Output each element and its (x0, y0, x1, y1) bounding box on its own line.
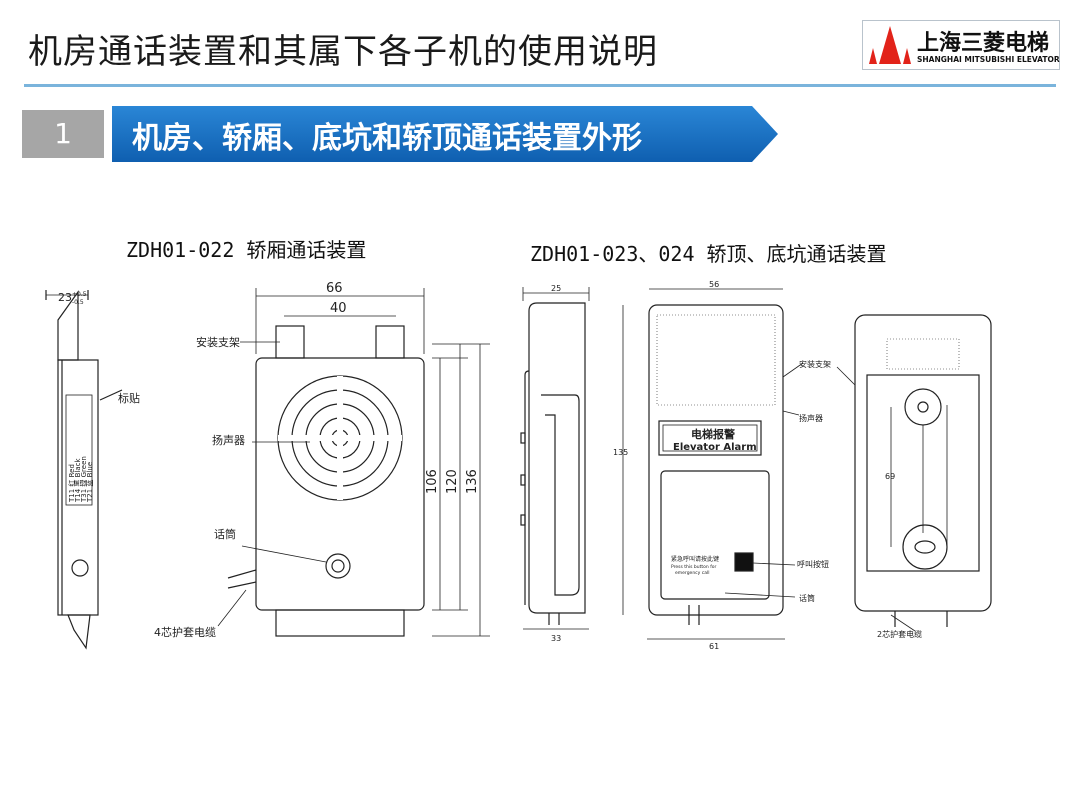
panel-label-en: Elevator Alarm (673, 442, 757, 453)
panel-button-en-2: emergency call (675, 570, 709, 576)
logo-text-cn: 上海三菱电梯 (917, 31, 1050, 56)
right-figure-caption: ZDH01-023、024 轿顶、底坑通话装置 (530, 242, 887, 266)
right-dim-side-bottom: 33 (551, 634, 561, 643)
right-dim-front-top: 56 (709, 280, 719, 289)
right-dim-hole: 69 (885, 472, 895, 481)
right-figure-drawing: 25 33 56 61 135 69 电梯报警 Elevator Alarm 紧… (520, 280, 992, 651)
left-dim-tol-lower: -0.5 (72, 299, 84, 306)
right-label-call-button: 呼叫按钮 (797, 559, 829, 569)
left-label-cable: 4芯护套电缆 (154, 625, 216, 639)
right-dim-front-bottom: 61 (709, 642, 719, 651)
left-label-sticker: 标贴 (118, 391, 140, 405)
right-label-cable: 2芯护套电缆 (877, 629, 922, 639)
panel-button-en-1: Press this button for (671, 564, 717, 570)
left-dim-h1: 106 (425, 469, 440, 494)
panel-label-cn: 电梯报警 (691, 427, 735, 441)
logo-text-en: SHANGHAI MITSUBISHI ELEVATOR (917, 55, 1060, 64)
left-figure-drawing: 23 +0.5 -0.5 66 40 106 120 136 安装支架 标贴 扬… (45, 281, 490, 650)
right-label-mic: 话筒 (799, 593, 815, 603)
right-dim-height: 135 (613, 448, 628, 457)
sticker-col-4: T21 蓝 Blue (85, 462, 94, 503)
sticker-col-3: T31 绿 Green (79, 456, 88, 503)
left-dim-h3: 136 (465, 469, 480, 494)
left-label-mic: 话筒 (214, 527, 236, 541)
left-dim-depth: 23 (58, 291, 72, 304)
left-dim-width: 66 (326, 281, 343, 296)
mitsubishi-logo-icon (869, 26, 911, 64)
left-dim-h2: 120 (445, 469, 460, 494)
section-title: 机房、轿厢、底坑和轿顶通话装置外形 (132, 121, 642, 156)
section-banner (112, 106, 778, 162)
left-dim-tol-upper: +0.5 (72, 291, 87, 298)
title-divider (24, 84, 1056, 87)
right-label-speaker: 扬声器 (799, 413, 823, 423)
section-number: 1 (22, 110, 104, 158)
panel-button-cn: 紧急呼叫请按此键 (671, 555, 719, 563)
left-label-bracket: 安装支架 (196, 335, 240, 349)
company-logo: 上海三菱电梯 SHANGHAI MITSUBISHI ELEVATOR (862, 20, 1060, 70)
sticker-col-1: T11 红 Red (67, 464, 76, 503)
sticker-col-2: T14 黑 Black (74, 457, 82, 503)
left-label-speaker: 扬声器 (212, 433, 245, 447)
left-dim-inner: 40 (330, 301, 347, 316)
left-figure-caption: ZDH01-022 轿厢通话装置 (126, 238, 367, 262)
right-label-bracket: 安装支架 (799, 359, 831, 369)
page-title: 机房通话装置和其属下各子机的使用说明 (28, 32, 658, 72)
right-dim-side-top: 25 (551, 284, 561, 293)
